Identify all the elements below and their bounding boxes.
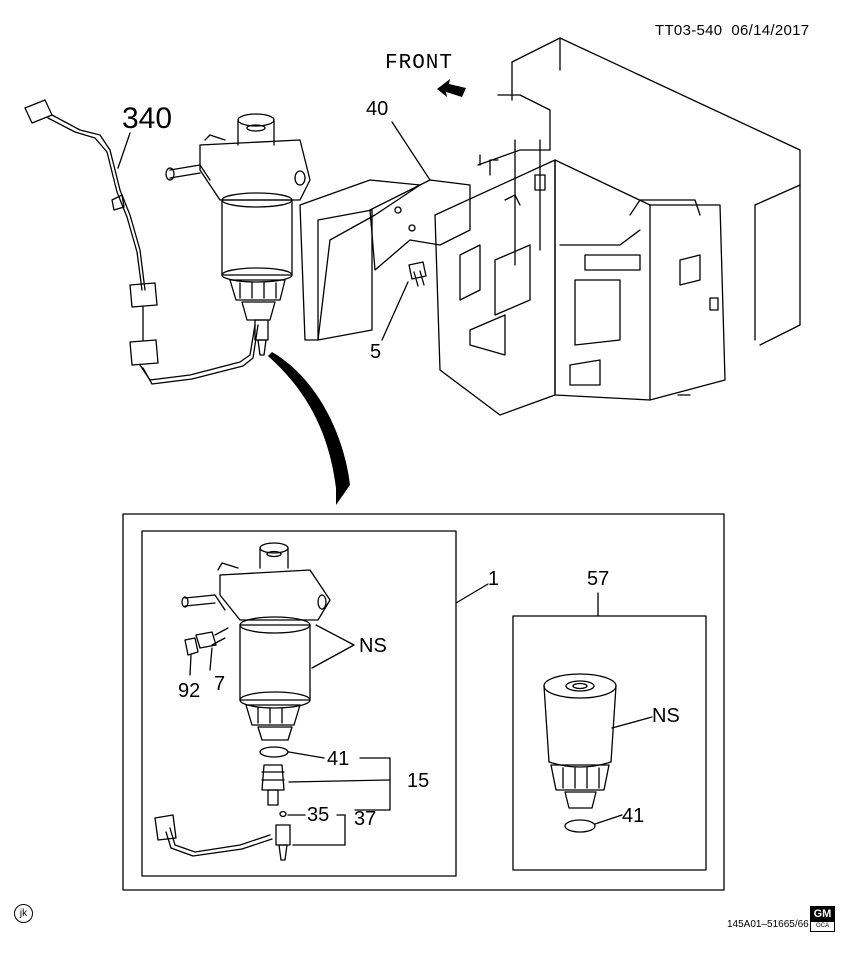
callout-57: 57 — [587, 568, 609, 590]
callout-37: 37 — [354, 808, 376, 830]
gm-logo: GM OCA — [810, 906, 835, 932]
callout-340: 340 — [122, 102, 172, 135]
callout-ns-element: NS — [652, 705, 680, 727]
leader-lines-detail — [189, 583, 653, 846]
bolt-5 — [408, 261, 427, 287]
callout-5: 5 — [370, 341, 381, 363]
callout-92: 92 — [178, 680, 200, 702]
callout-ns-assembly: NS — [359, 635, 387, 657]
callout-35: 35 — [307, 804, 329, 826]
gm-logo-subtext: OCA — [815, 923, 829, 929]
filter-element-detail — [543, 673, 617, 833]
wiring-harness-340 — [24, 99, 259, 385]
callout-15: 15 — [407, 770, 429, 792]
callout-41-element: 41 — [622, 805, 644, 827]
leader-lines-upper — [117, 121, 431, 341]
drawing-header: TT03-540 06/14/2017 — [655, 22, 809, 39]
callout-7: 7 — [214, 673, 225, 695]
callout-41-assembly: 41 — [327, 748, 349, 770]
frame-rail — [511, 37, 801, 346]
callout-40: 40 — [366, 98, 388, 120]
drawing-date: 06/14/2017 — [731, 22, 810, 39]
filter-assembly-box — [141, 530, 457, 877]
gm-logo-text: GM — [811, 907, 834, 922]
zoom-pointer — [268, 352, 350, 505]
detail-box — [122, 513, 725, 891]
jk-mark: jk — [14, 904, 33, 923]
drawing-number: 145A01–51665/66 — [727, 919, 809, 930]
fuel-filter-detail — [154, 542, 331, 861]
callout-1: 1 — [488, 568, 499, 590]
drawing-code: TT03-540 — [655, 22, 723, 39]
bracket-40 — [299, 154, 521, 341]
fuel-filter-upper — [165, 113, 311, 356]
front-label: FRONT — [385, 52, 453, 75]
mounting-box — [434, 94, 726, 416]
front-arrow-icon — [437, 79, 466, 97]
element-kit-box — [512, 615, 707, 871]
